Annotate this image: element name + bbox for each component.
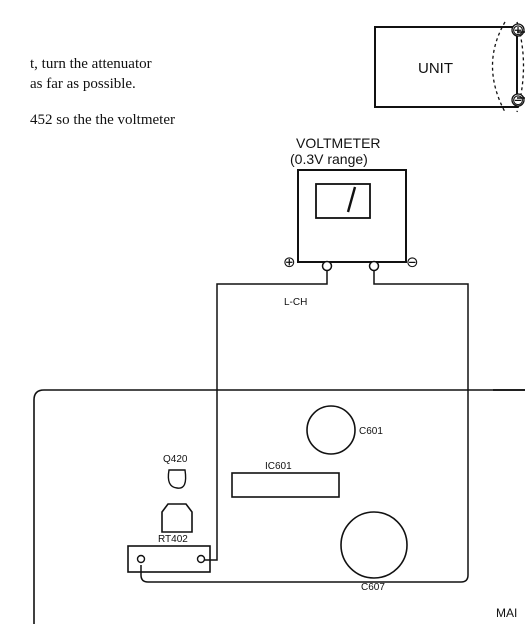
instruction-line-2: as far as possible.	[30, 76, 136, 92]
rt402-component	[161, 503, 193, 533]
channel-label: L-CH	[284, 297, 308, 308]
unit-plus-terminal	[511, 23, 525, 37]
c607-capacitor	[340, 511, 408, 579]
voltmeter-needle	[346, 186, 357, 213]
plus-lead-wire	[202, 270, 328, 561]
test-point-right	[196, 554, 206, 564]
c607-label: C607	[361, 582, 385, 593]
minus-lead-wire	[140, 270, 469, 583]
voltmeter-minus-terminal	[368, 260, 380, 272]
unit-connector-arc	[491, 21, 506, 113]
voltmeter-range: (0.3V range)	[290, 151, 368, 167]
voltmeter-plus-terminal	[321, 260, 333, 272]
unit-minus-terminal	[511, 93, 525, 107]
voltmeter-plus-symbol: ⊕	[283, 254, 296, 271]
unit-plus-symbol: ⊕	[511, 22, 525, 39]
unit-label: UNIT	[418, 60, 453, 77]
main-board-label: MAI	[496, 606, 518, 620]
test-connector	[127, 545, 211, 573]
main-board-outline	[33, 389, 525, 624]
c601-label: C601	[359, 426, 383, 437]
rt402-label: RT402	[158, 534, 188, 545]
voltmeter-display	[315, 183, 371, 219]
voltmeter-minus-symbol: ⊖	[406, 254, 419, 271]
voltmeter-title: VOLTMETER	[296, 135, 381, 151]
q420-label: Q420	[163, 454, 188, 465]
q420-transistor	[167, 469, 187, 489]
unit-box	[374, 26, 518, 108]
unit-minus-symbol: ⊖	[511, 92, 525, 109]
test-point-left	[136, 554, 146, 564]
voltmeter-body	[297, 169, 407, 263]
ic601-chip	[231, 472, 340, 498]
ic601-label: IC601	[265, 461, 292, 472]
instruction-line-3: 452 so the the voltmeter	[30, 112, 175, 128]
c601-capacitor	[306, 405, 356, 455]
instruction-line-1: t, turn the attenuator	[30, 56, 152, 72]
